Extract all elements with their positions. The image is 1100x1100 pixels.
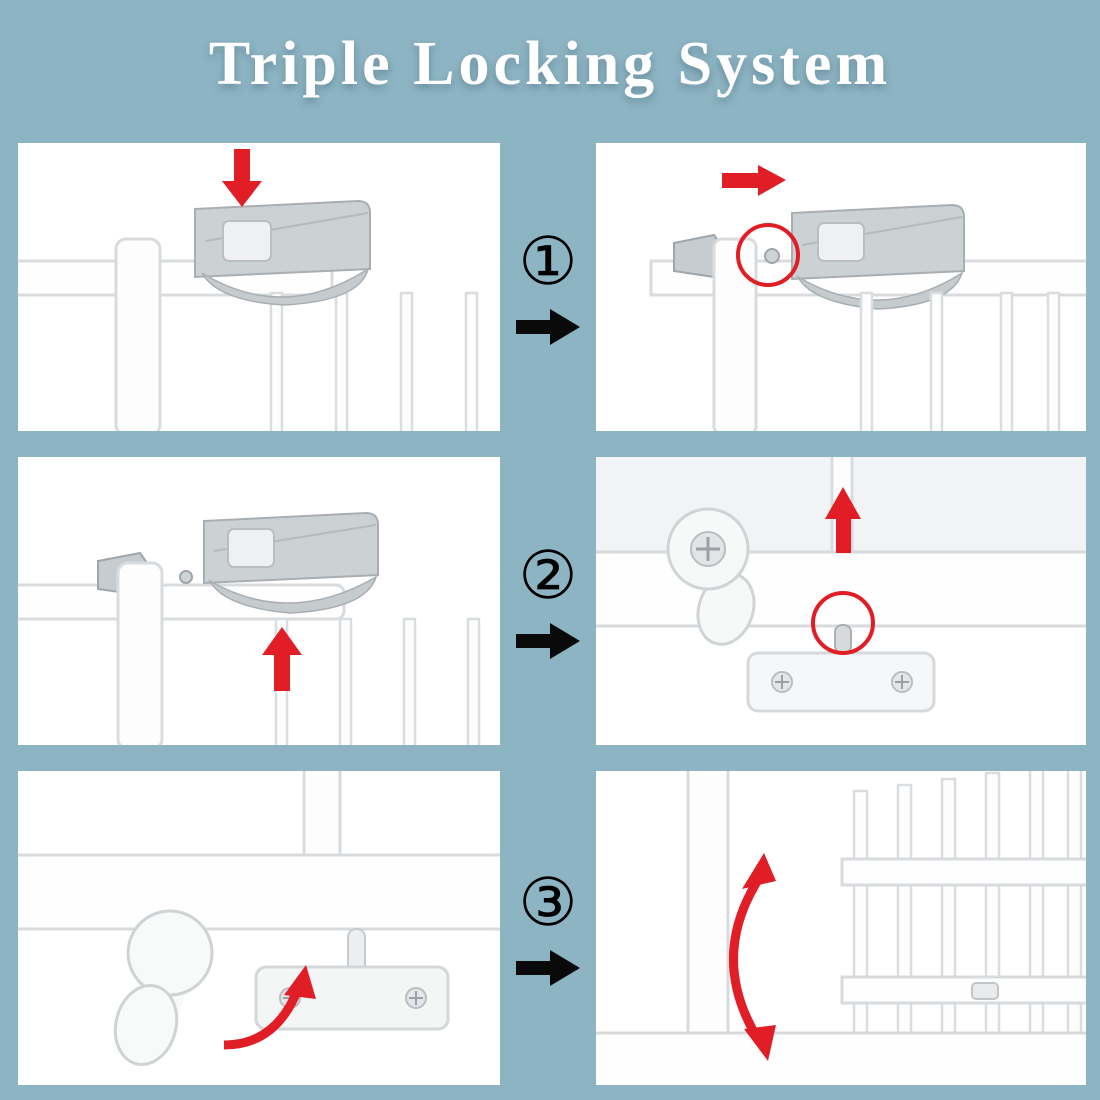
step-row-1: ①: [18, 143, 1086, 431]
screw-icon: [696, 537, 720, 561]
step1-indicator: ①: [500, 143, 596, 431]
steps-grid: ①: [18, 143, 1086, 1085]
step2-indicator: ②: [500, 457, 596, 745]
gate-bottom-rail: [18, 853, 500, 931]
latch-knob: [113, 909, 214, 1066]
red-curved-arrow-icon: [223, 965, 316, 1050]
step1-arrow-icon: [516, 309, 580, 345]
step-row-2: ②: [18, 457, 1086, 745]
gate-bars: [269, 291, 479, 431]
gate-door-top-rail: [840, 857, 1086, 887]
red-down-arrow-icon: [222, 149, 262, 207]
screw-icon: [409, 991, 423, 1005]
step3-indicator: ③: [500, 771, 596, 1085]
lock-pin: [764, 248, 780, 264]
red-circle-highlight: [736, 223, 800, 287]
step1-before-panel: [18, 143, 500, 431]
step2-number: ②: [518, 537, 578, 614]
step1-after-illustration: [596, 143, 1086, 431]
red-curved-double-arrow-icon: [729, 853, 776, 1061]
gate-post: [114, 237, 162, 431]
gate-door-mid-rail: [840, 975, 1086, 1005]
lock-handle: [203, 511, 379, 614]
gate-door-bars: [852, 771, 1083, 1037]
step3-after-illustration: [596, 771, 1086, 1085]
floor-latch-plate: [746, 651, 936, 713]
step1-number: ①: [518, 223, 578, 300]
gate-post: [686, 771, 730, 1085]
step3-before-panel: [18, 771, 500, 1085]
step3-number: ③: [518, 864, 578, 941]
gate-bars: [859, 291, 1061, 431]
step2-after-panel: [596, 457, 1086, 745]
step1-before-illustration: [18, 143, 500, 431]
step3-arrow-icon: [516, 950, 580, 986]
step2-before-panel: [18, 457, 500, 745]
gate-top-rail: [18, 583, 346, 621]
latch-knob: [666, 507, 756, 646]
step3-before-illustration: [18, 771, 500, 1085]
screw-icon: [895, 675, 909, 689]
step1-after-panel: [596, 143, 1086, 431]
lock-handle: [194, 199, 371, 306]
red-up-arrow-icon: [825, 487, 861, 553]
red-right-arrow-icon: [722, 165, 786, 196]
door-latch-piece: [971, 982, 999, 1000]
lock-pin: [179, 570, 193, 584]
latch-pin: [834, 624, 852, 654]
gate-post: [116, 561, 164, 745]
step2-after-illustration: [596, 457, 1086, 745]
red-up-arrow-icon: [262, 627, 302, 691]
step2-arrow-icon: [516, 623, 580, 659]
lock-handle: [791, 203, 965, 310]
screw-icon: [775, 675, 789, 689]
step2-before-illustration: [18, 457, 500, 745]
step3-after-panel: [596, 771, 1086, 1085]
gate-bottom-rail: [596, 1031, 1086, 1085]
step-row-3: ③: [18, 771, 1086, 1085]
gate-post: [712, 237, 758, 431]
red-circle-highlight: [811, 591, 875, 655]
page-title: Triple Locking System: [208, 30, 892, 98]
